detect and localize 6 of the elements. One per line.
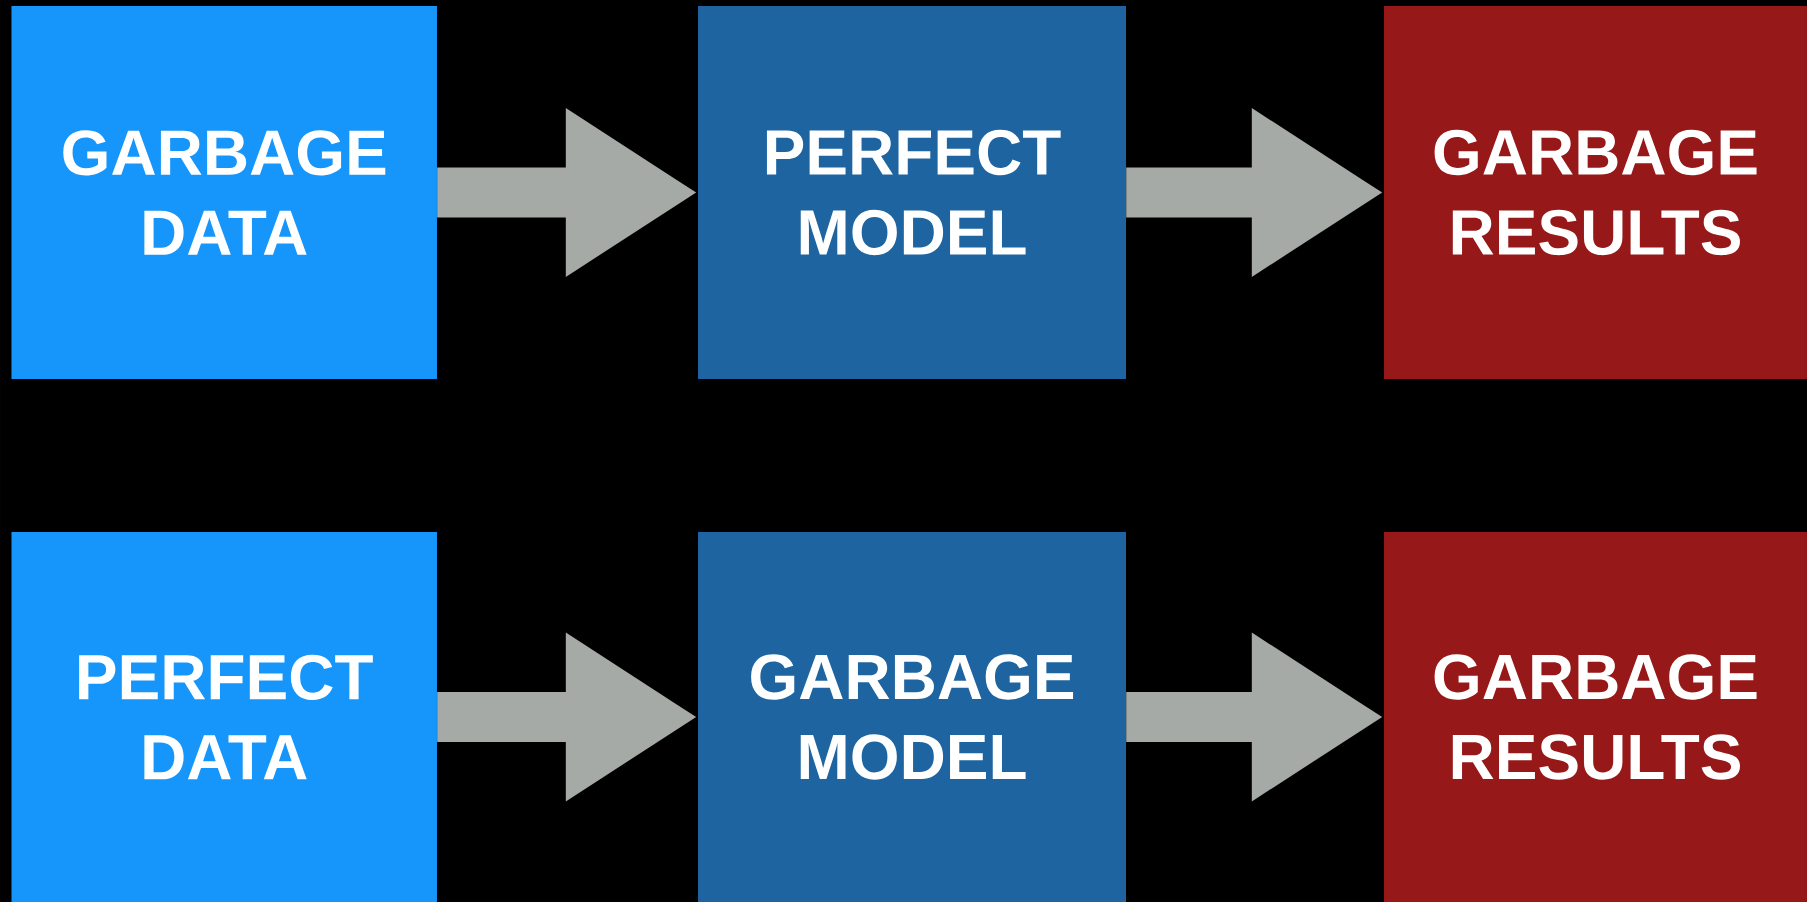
process-box: GARBAGE RESULTS (1384, 532, 1807, 902)
process-box: GARBAGE MODEL (698, 532, 1126, 902)
process-box: GARBAGE RESULTS (1384, 6, 1807, 379)
process-box: PERFECT MODEL (698, 6, 1126, 379)
process-box: PERFECT DATA (11, 532, 437, 902)
process-box: GARBAGE DATA (11, 6, 437, 379)
